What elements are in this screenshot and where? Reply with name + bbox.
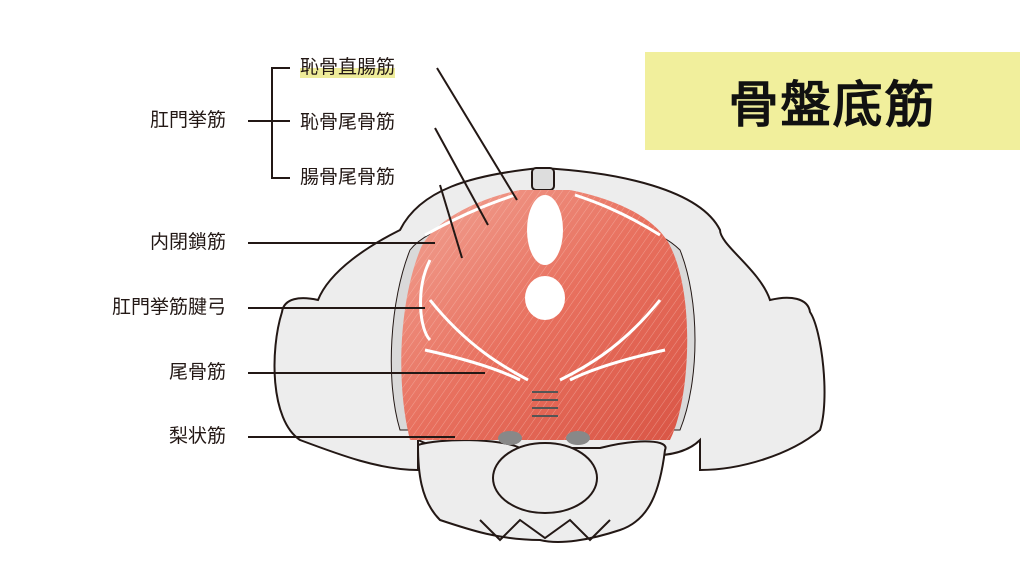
label-pubococcygeus: 恥骨尾骨筋: [300, 111, 396, 133]
vaginal-opening: [525, 276, 565, 320]
label-levator-ani: 肛門挙筋: [149, 109, 226, 131]
label-puborectalis: 恥骨直腸筋: [300, 56, 396, 78]
sacral-body: [492, 442, 598, 514]
label-iliococcygeus: 腸骨尾骨筋: [300, 166, 396, 188]
label-arcus-tendineus: 肛門挙筋腱弓: [111, 296, 226, 318]
leader-lines: [248, 67, 518, 438]
urethral-opening: [527, 195, 563, 265]
title-box: 骨盤底筋: [645, 52, 1020, 150]
label-coccygeus: 尾骨筋: [168, 361, 226, 383]
page-title: 骨盤底筋: [728, 76, 937, 134]
label-piriformis: 梨状筋: [168, 425, 226, 447]
pubic-symphysis: [531, 167, 555, 191]
label-obturator-internus: 内閉鎖筋: [149, 231, 226, 253]
